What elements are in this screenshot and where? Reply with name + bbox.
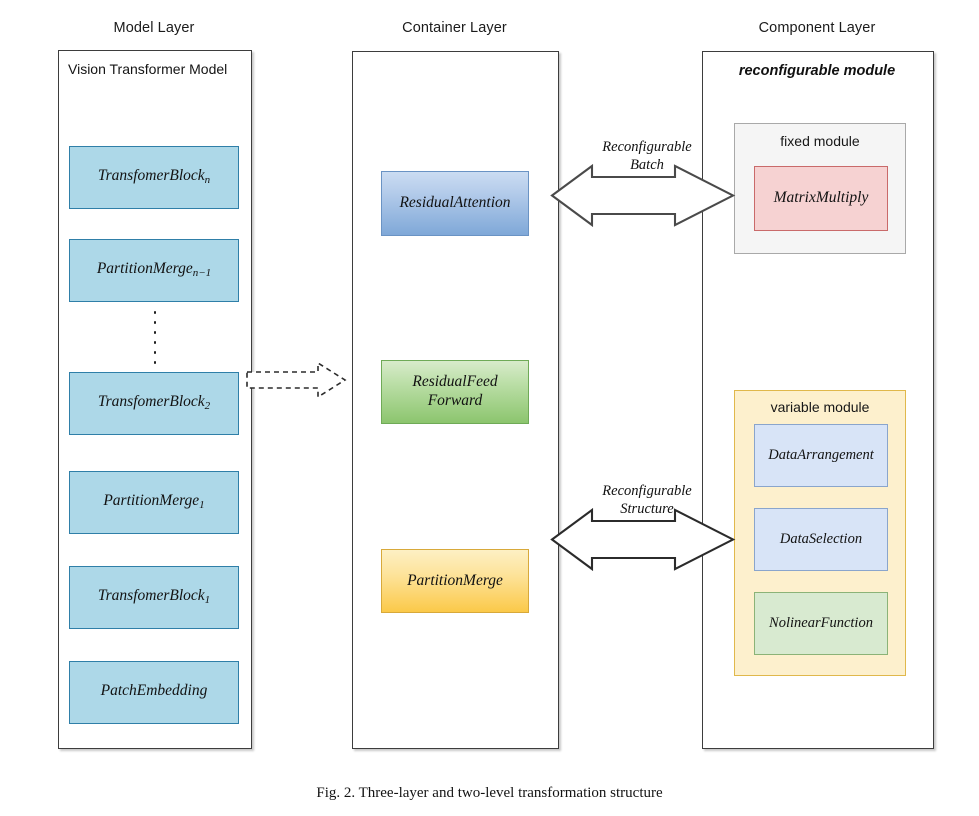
arrow-model-to-container <box>246 361 347 399</box>
column-title-container: Container Layer <box>402 20 507 36</box>
vertical-ellipsis <box>152 311 158 364</box>
model-block-subscript: 2 <box>204 400 211 413</box>
model-block-transfomerblock-n[interactable]: TransfomerBlockn <box>69 146 239 209</box>
model-block-transfomerblock-2[interactable]: TransfomerBlock2 <box>69 372 239 435</box>
component-block-dataselection[interactable]: DataSelection <box>754 508 888 571</box>
model-block-transfomerblock-1[interactable]: TransfomerBlock1 <box>69 566 239 629</box>
fixed-module-box: fixed module MatrixMultiply <box>734 123 906 254</box>
model-block-subscript: 1 <box>199 499 205 512</box>
component-block-nolinearfunction[interactable]: NolinearFunction <box>754 592 888 655</box>
container-block-partitionmerge[interactable]: PartitionMerge <box>381 549 529 613</box>
model-block-label: PatchEmbedding <box>100 682 208 700</box>
connector-label-reconfigurable-batch: Reconfigurable Batch <box>602 139 692 174</box>
model-block-partitionmerge-n-1[interactable]: PartitionMergen−1 <box>69 239 239 302</box>
container-block-residualfeedforward[interactable]: ResidualFeed Forward <box>381 360 529 424</box>
model-layer-header: Vision Transformer Model <box>68 61 228 77</box>
reconfigurable-module-title: reconfigurable module <box>738 63 896 79</box>
model-block-partitionmerge-1[interactable]: PartitionMerge1 <box>69 471 239 534</box>
model-block-subscript: n−1 <box>192 267 212 280</box>
model-block-label: PartitionMerge <box>103 492 200 510</box>
connector-label-reconfigurable-structure: Reconfigurable Structure <box>602 483 692 518</box>
model-block-patchembedding[interactable]: PatchEmbedding <box>69 661 239 724</box>
model-block-label: PartitionMerge <box>96 260 193 278</box>
variable-module-label: variable module <box>770 399 870 415</box>
column-title-model: Model Layer <box>113 20 195 36</box>
model-block-label: TransfomerBlock <box>97 167 205 185</box>
model-block-subscript: 1 <box>204 594 211 607</box>
column-title-component: Component Layer <box>758 20 876 36</box>
container-block-residualattention[interactable]: ResidualAttention <box>381 171 529 236</box>
component-block-dataarrangement[interactable]: DataArrangement <box>754 424 888 487</box>
figure-caption: Fig. 2. Three-layer and two-level transf… <box>316 785 663 801</box>
variable-module-box: variable module DataArrangement DataSele… <box>734 390 906 676</box>
model-block-label: TransfomerBlock <box>97 587 205 605</box>
fixed-module-label: fixed module <box>780 133 860 149</box>
model-block-label: TransfomerBlock <box>97 393 205 411</box>
model-block-subscript: n <box>204 174 211 187</box>
component-block-matrixmultiply[interactable]: MatrixMultiply <box>754 166 888 231</box>
